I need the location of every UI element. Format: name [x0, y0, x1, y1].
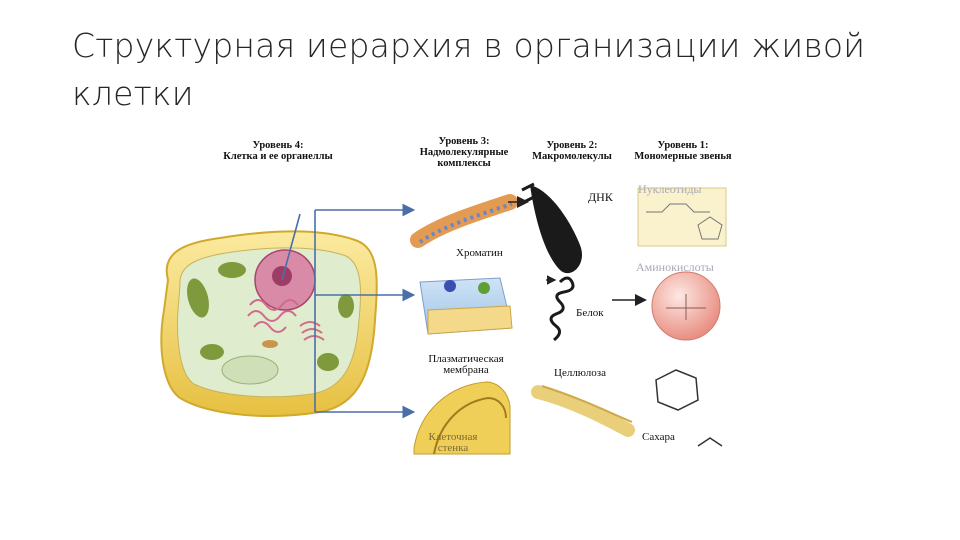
aminoacid-formula-marks — [666, 294, 706, 320]
nucleotide-illustration — [637, 187, 727, 247]
monomer-label-aminoacids: Аминокислоты — [636, 260, 714, 274]
er-shape — [247, 299, 299, 333]
level2-heading: Уровень 2: — [546, 140, 598, 151]
vacuole-shape — [221, 355, 279, 385]
cell-hierarchy-figure: Уровень 4: Клетка и ее органеллы Уровень… — [150, 130, 770, 470]
dna-illustration — [521, 182, 582, 274]
level4-header: Уровень 4: Клетка и ее органеллы — [208, 140, 348, 162]
nucleolus-shape — [272, 266, 292, 286]
monomer-label-nucleotides: Нуклеотиды — [638, 182, 702, 196]
complex-label-cellwall: Клеточная стенка — [428, 431, 478, 454]
macromolecule-label-cellulose: Целлюлоза — [554, 367, 606, 379]
monomer-label-sugars: Сахара — [642, 431, 675, 443]
cellwall-illustration — [413, 381, 511, 455]
golgi-shape — [299, 321, 325, 341]
macromolecule-label-dna: ДНК — [588, 190, 613, 204]
level1-heading: Уровень 1: — [657, 140, 709, 151]
membrane-illustration — [419, 277, 513, 335]
chloroplast-shape — [200, 344, 224, 360]
level1-header: Уровень 1: Мономерные звенья — [618, 140, 748, 162]
level2-caption: Макромолекулы — [532, 151, 612, 162]
figure-artwork — [160, 182, 727, 455]
level3-header: Уровень 3: Надмолекулярные комплексы — [408, 136, 520, 169]
level4-caption: Клетка и ее органеллы — [223, 151, 333, 162]
sugar-illustration — [655, 369, 723, 447]
chromatin-illustration — [410, 194, 518, 248]
mitochondrion-shape — [262, 340, 278, 348]
level1-caption: Мономерные звенья — [634, 151, 732, 162]
complex-label-chromatin: Хроматин — [456, 247, 503, 259]
protein-illustration — [549, 276, 575, 342]
connector-lines — [281, 203, 416, 419]
level3-heading: Уровень 3: — [438, 136, 490, 147]
level4-heading: Уровень 4: — [252, 140, 304, 151]
level2-header: Уровень 2: Макромолекулы — [524, 140, 620, 162]
level3-caption: Надмолекулярные комплексы — [419, 147, 509, 169]
chloroplast-shape — [317, 353, 339, 371]
cellulose-illustration — [531, 385, 635, 437]
chloroplast-shape — [338, 294, 354, 318]
chloroplast-shape — [218, 262, 246, 278]
chloroplast-shape — [187, 278, 209, 318]
complex-label-membrane: Плазматическая мембрана — [428, 353, 504, 376]
macromolecule-label-protein: Белок — [576, 307, 604, 319]
plant-cell-illustration — [160, 230, 378, 417]
slide-title: Структурная иерархия в организации живой… — [72, 26, 866, 113]
